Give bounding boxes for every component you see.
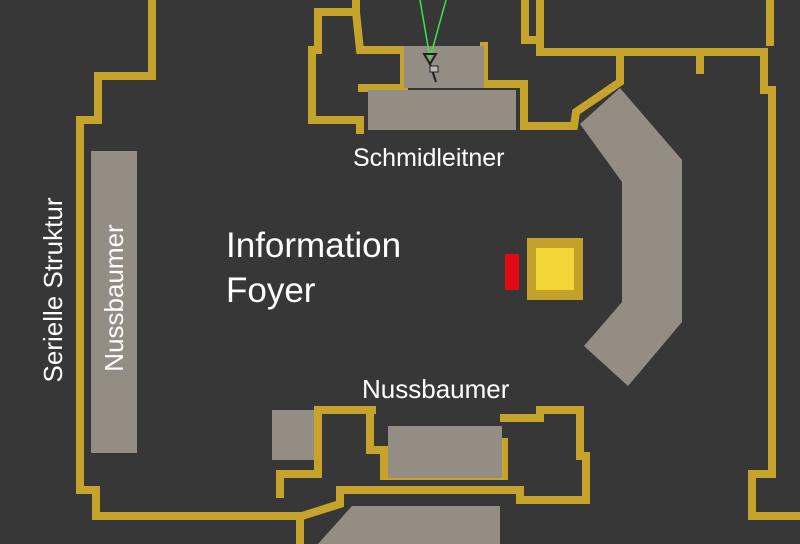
- exhibit-south-block: [318, 506, 500, 544]
- room-label-information: Information: [226, 226, 401, 265]
- wall-west: [76, 0, 304, 544]
- info-desk-top: [536, 248, 574, 290]
- exhibit-curved-wall: [580, 88, 682, 386]
- walls: [76, 0, 800, 544]
- info-marker[interactable]: [505, 254, 519, 290]
- room-label-serielle-struktur: Serielle Struktur: [38, 197, 68, 382]
- exhibit-nussbaumer-west: [91, 151, 137, 453]
- exhibit-nussbaumer-south: [388, 426, 502, 478]
- exhibit-schmidleitner-top: [404, 46, 484, 88]
- wall-nussbaumer-east: [296, 406, 590, 522]
- room-label-nussbaumer-west: Nussbaumer: [99, 224, 129, 372]
- view-direction-icon: [419, 0, 447, 59]
- exhibit-schmidleitner: [368, 90, 516, 130]
- room-label-schmidleitner: Schmidleitner: [353, 144, 504, 172]
- room-label-nussbaumer-south: Nussbaumer: [362, 374, 510, 404]
- exhibits: [91, 46, 682, 544]
- wall-north-stub: [521, 0, 544, 44]
- exhibit-small-block: [272, 410, 314, 460]
- room-label-foyer: Foyer: [226, 271, 316, 310]
- visitor-position-icon[interactable]: [422, 53, 439, 83]
- wall-schmidleitner-west: [308, 0, 364, 134]
- wall-east: [616, 48, 800, 520]
